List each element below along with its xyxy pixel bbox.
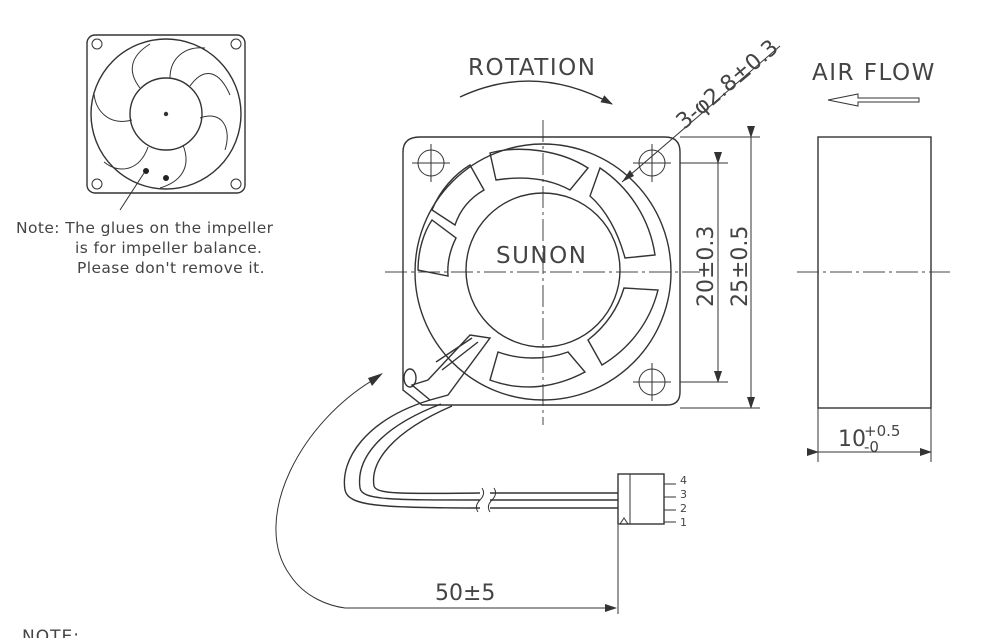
cable-length-dimension <box>275 373 619 614</box>
glue-dot <box>143 168 149 174</box>
pin-3: 3 <box>680 488 687 501</box>
rotation-arrow <box>459 80 613 105</box>
air-flow-arrow <box>827 93 920 107</box>
brand-label: SUNON <box>496 243 587 269</box>
cable-length-dim: 50±5 <box>435 581 495 606</box>
impeller-detail-view <box>86 34 246 211</box>
note-line-3: Please don't remove it. <box>77 259 265 277</box>
depth-dim-minus: -0 <box>864 438 879 456</box>
depth-dim-base: 10 <box>838 427 866 452</box>
pin-1: 1 <box>680 516 687 529</box>
note-leader <box>119 172 145 211</box>
air-flow-label: AIR FLOW <box>812 60 936 86</box>
fan-side-view <box>797 136 950 462</box>
fan-front-view <box>385 120 700 425</box>
bottom-note-label: NOTE: <box>22 627 80 638</box>
rotation-label: ROTATION <box>468 55 596 81</box>
outer-span-dim: 25±0.5 <box>728 226 753 307</box>
cable-assembly <box>343 399 676 525</box>
pin-4: 4 <box>680 474 687 487</box>
pin-2: 2 <box>680 502 687 515</box>
depth-dim-plus: +0.5 <box>864 422 900 440</box>
inner-span-dim: 20±0.3 <box>694 226 719 307</box>
note-line-2: is for impeller balance. <box>75 239 262 257</box>
glue-dot <box>163 175 169 181</box>
vertical-dimensions <box>680 126 760 409</box>
hole-leader <box>621 45 781 183</box>
hole-callout: 3-φ2.8±0.3 <box>672 35 784 134</box>
note-line-1: Note: The glues on the impeller <box>16 219 274 237</box>
